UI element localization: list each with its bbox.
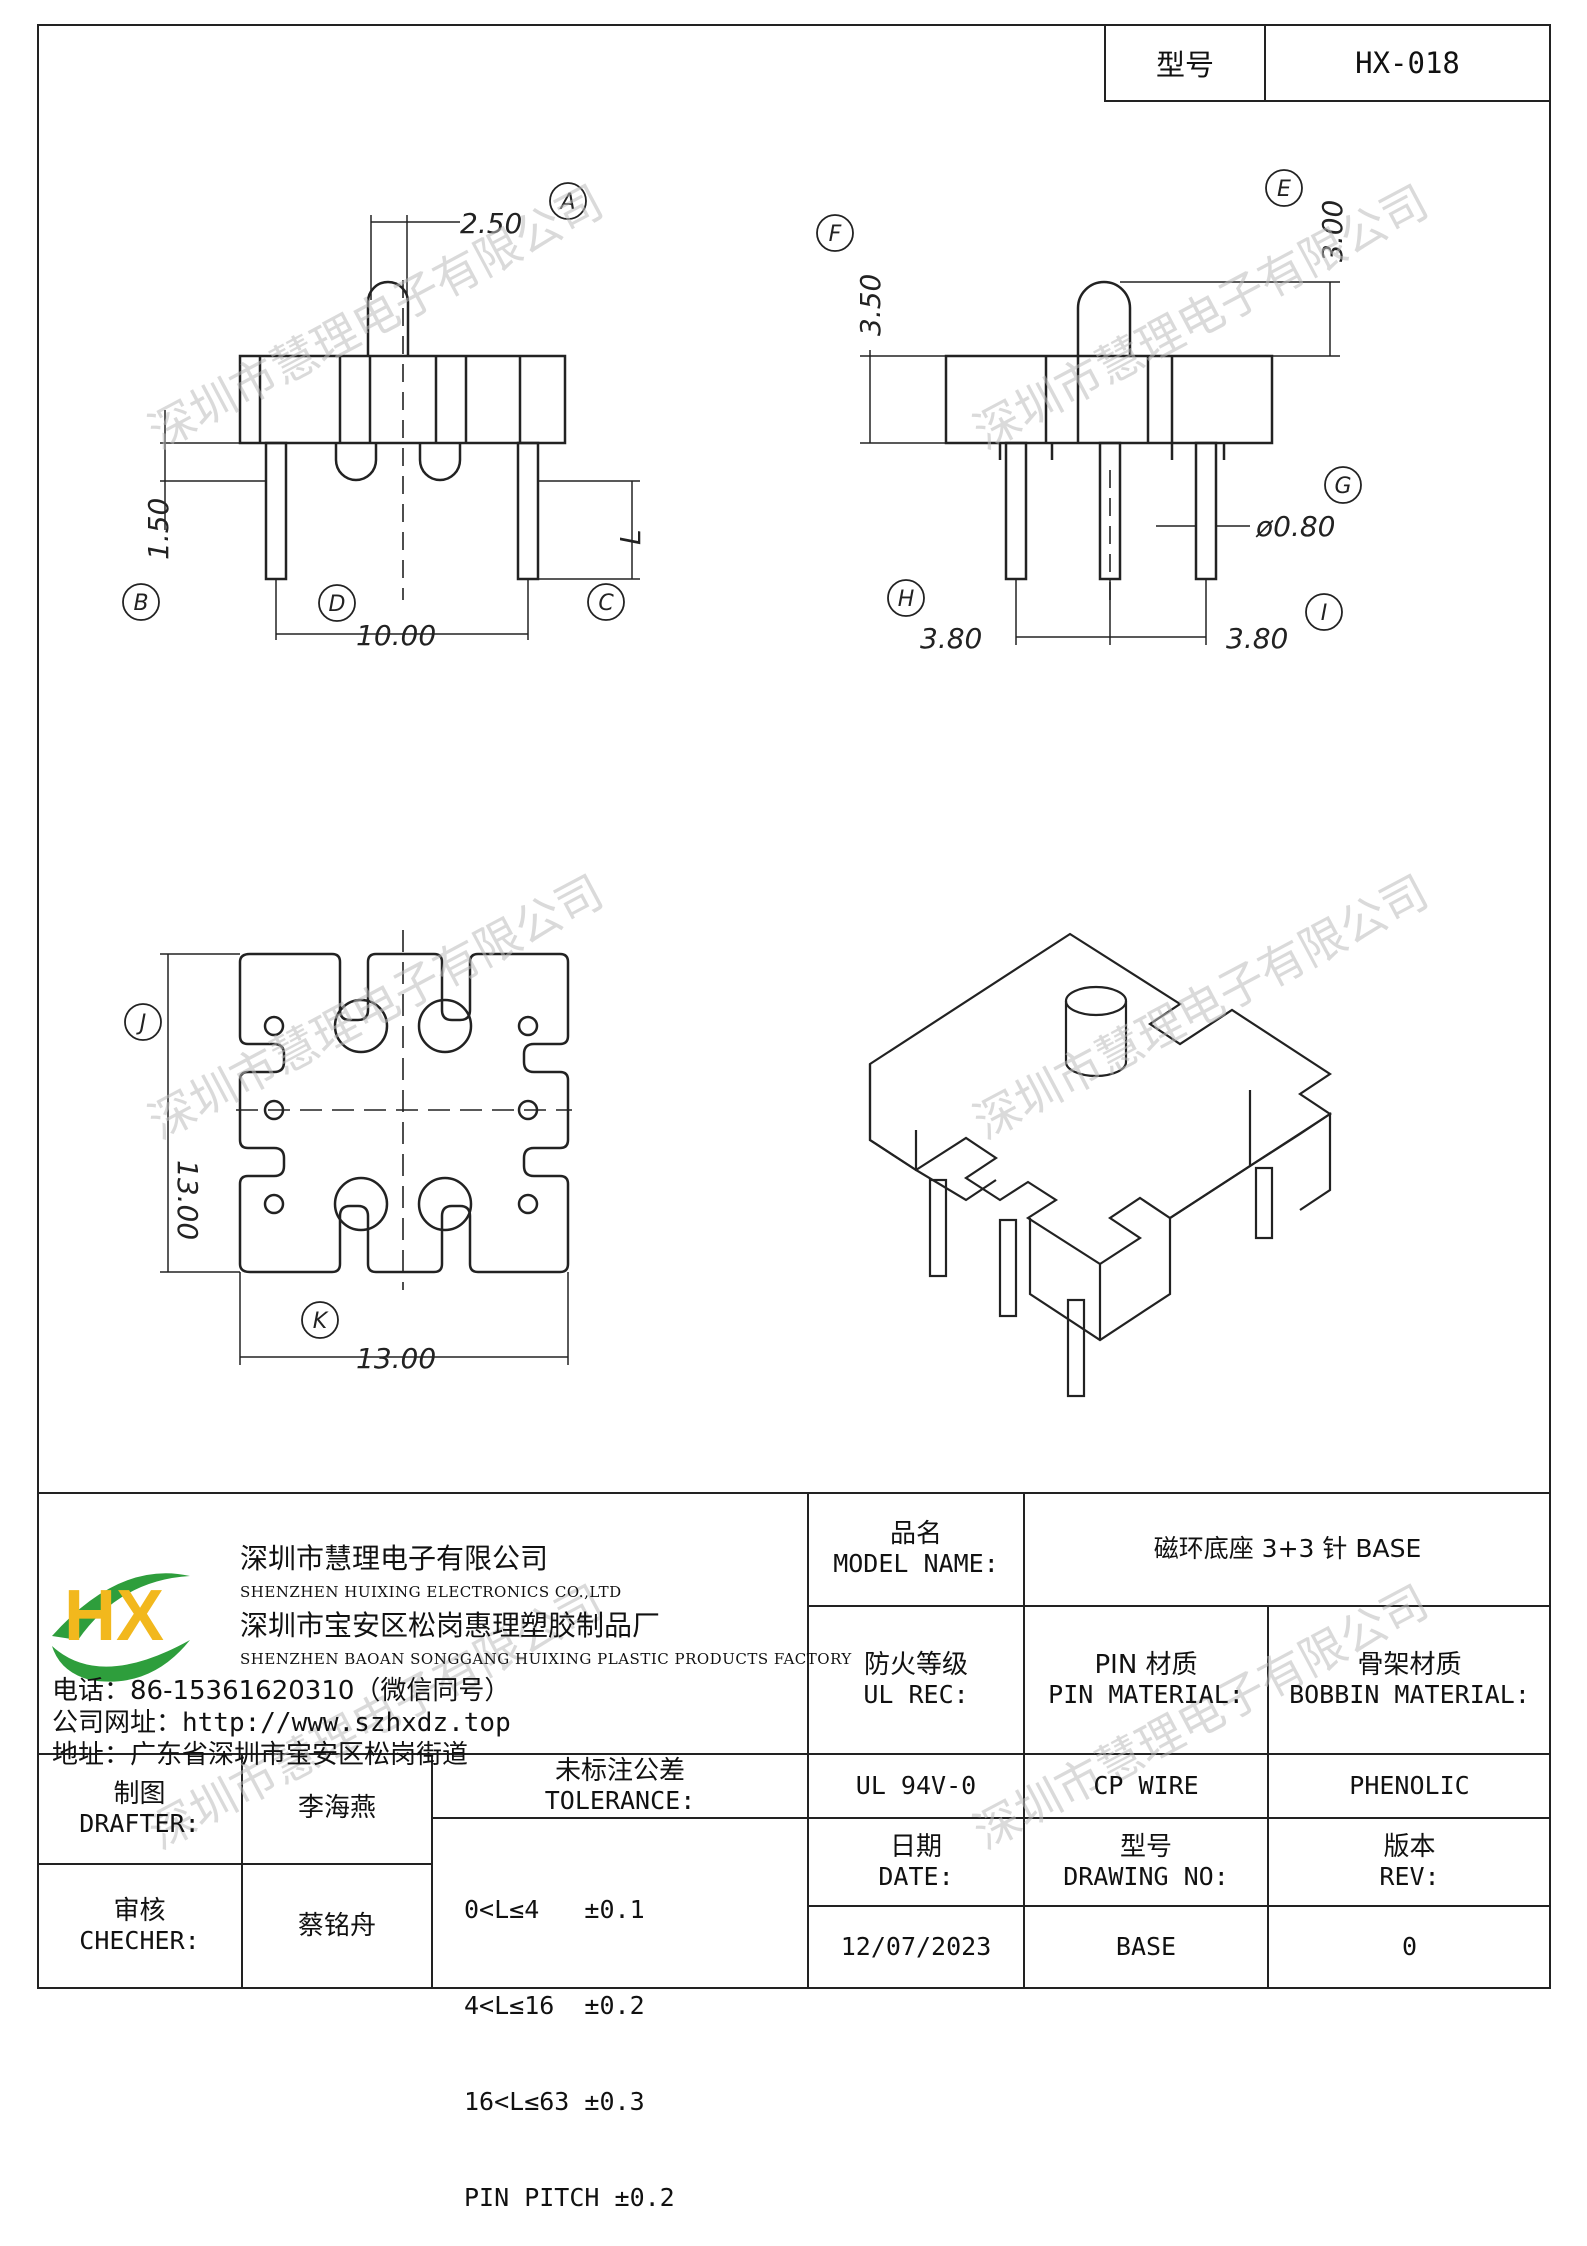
tag-h: H bbox=[898, 587, 915, 612]
side-dimensions bbox=[860, 281, 1340, 645]
pin-en: PIN MATERIAL: bbox=[1048, 1679, 1244, 1709]
dim-k-value: 13.00 bbox=[356, 1342, 436, 1375]
bobbin-value: PHENOLIC bbox=[1349, 1770, 1470, 1800]
tolerance-label: 未标注公差 TOLERANCE: bbox=[432, 1754, 808, 1818]
company-name-cn: 深圳市慧理电子有限公司 bbox=[240, 1542, 549, 1575]
checker-label: 审核 CHECHER: bbox=[37, 1864, 242, 1989]
factory-name-cn: 深圳市宝安区松岗惠理塑胶制品厂 bbox=[240, 1609, 661, 1642]
tag-e: E bbox=[1277, 177, 1291, 202]
dim-c-value: L bbox=[614, 529, 647, 545]
drawing-no-en: DRAWING NO: bbox=[1063, 1861, 1229, 1891]
tag-a: A bbox=[558, 190, 575, 215]
dim-g-value: ø0.80 bbox=[1255, 510, 1335, 543]
dim-d-value: 10.00 bbox=[356, 619, 436, 652]
pin-value: CP WIRE bbox=[1093, 1770, 1199, 1800]
tag-d: D bbox=[329, 592, 346, 617]
isometric-view bbox=[868, 932, 1333, 1398]
factory-name-en: SHENZHEN BAOAN SONGGANG HUIXING PLASTIC … bbox=[240, 1650, 852, 1668]
model-name-cn: 品名 bbox=[889, 1519, 942, 1550]
drawing-no-value: BASE bbox=[1115, 1932, 1177, 1962]
drafter-label: 制图 DRAFTER: bbox=[37, 1754, 242, 1864]
tag-k: K bbox=[313, 1309, 329, 1334]
model-value: HX-018 bbox=[1355, 46, 1460, 80]
watermark-2: 深圳市慧理电子有限公司 bbox=[965, 174, 1437, 459]
date-cn: 日期 bbox=[889, 1831, 942, 1862]
company-address: 地址：广东省深圳市宝安区松岗街道 bbox=[52, 1740, 469, 1770]
model-name-en: MODEL NAME: bbox=[833, 1549, 999, 1579]
ul-en: UL REC: bbox=[863, 1679, 969, 1709]
ul-label: 防火等级 UL REC: bbox=[808, 1606, 1024, 1754]
date-value: 12/07/2023 bbox=[840, 1932, 992, 1962]
drafter-cn: 制图 bbox=[113, 1778, 166, 1809]
tag-j: J bbox=[136, 1011, 147, 1036]
dim-a-value: 2.50 bbox=[460, 207, 522, 240]
model-name-label: 品名 MODEL NAME: bbox=[808, 1493, 1024, 1606]
drawing-no-cn: 型号 bbox=[1119, 1831, 1172, 1862]
drafter-value: 李海燕 bbox=[297, 1793, 376, 1824]
tolerance-line: 4<L≤16 ±0.2 bbox=[464, 1991, 645, 2020]
dim-i-value: 3.80 bbox=[1226, 622, 1288, 655]
dim-h-value: 3.80 bbox=[920, 622, 982, 655]
model-label: 型号 bbox=[1106, 26, 1266, 100]
tolerance-line: 16<L≤63 ±0.3 bbox=[464, 2087, 645, 2116]
checker-cn: 审核 bbox=[113, 1896, 166, 1927]
bobbin-cn: 骨架材质 bbox=[1357, 1649, 1462, 1680]
rev-cn: 版本 bbox=[1383, 1831, 1436, 1862]
company-website: 公司网址：http://www.szhxdz.top bbox=[52, 1708, 511, 1738]
drafter-en: DRAFTER: bbox=[79, 1808, 200, 1838]
date-en: DATE: bbox=[878, 1861, 954, 1891]
tag-g: G bbox=[1334, 474, 1351, 499]
rev-en: REV: bbox=[1379, 1861, 1440, 1891]
logo-letters: HX bbox=[64, 1576, 164, 1656]
dim-f-value: 3.50 bbox=[854, 274, 887, 336]
tolerance-line: 0<L≤4 ±0.1 bbox=[464, 1895, 645, 1924]
company-logo: HX bbox=[52, 1573, 190, 1682]
date-label: 日期 DATE: bbox=[808, 1818, 1024, 1906]
bobbin-material-label: 骨架材质 BOBBIN MATERIAL: bbox=[1268, 1606, 1551, 1754]
titleblock-grid bbox=[37, 1492, 1551, 1989]
model-name-value: 磁环底座 3+3 针 BASE bbox=[1153, 1534, 1422, 1564]
tolerance-line: PIN PITCH ±0.2 bbox=[464, 2183, 675, 2212]
rev-value: 0 bbox=[1401, 1932, 1418, 1962]
company-name-en: SHENZHEN HUIXING ELECTRONICS CO.,LTD bbox=[240, 1583, 622, 1601]
tolerance-en: TOLERANCE: bbox=[544, 1785, 696, 1815]
top-dimensions bbox=[160, 953, 569, 1365]
ul-value: UL 94V-0 bbox=[855, 1770, 977, 1800]
tolerance-cn: 未标注公差 bbox=[554, 1755, 685, 1786]
bobbin-en: BOBBIN MATERIAL: bbox=[1289, 1679, 1530, 1709]
rev-label: 版本 REV: bbox=[1268, 1818, 1551, 1906]
dim-j-value: 13.00 bbox=[171, 1160, 204, 1240]
front-dimensions bbox=[160, 215, 640, 640]
checker-value: 蔡铭舟 bbox=[297, 1910, 376, 1941]
checker-en: CHECHER: bbox=[79, 1926, 200, 1956]
pin-material-label: PIN 材质 PIN MATERIAL: bbox=[1024, 1606, 1268, 1754]
drawing-frame bbox=[37, 24, 1551, 1989]
watermark-3: 深圳市慧理电子有限公司 bbox=[140, 864, 612, 1149]
dim-b-value: 1.50 bbox=[142, 498, 175, 560]
tag-f: F bbox=[829, 222, 842, 247]
watermark-1: 深圳市慧理电子有限公司 bbox=[140, 174, 612, 459]
drawing-no-label: 型号 DRAWING NO: bbox=[1024, 1818, 1268, 1906]
technical-drawing: 2.50 1.50 L 10.00 3.00 3.50 ø0.80 3.80 3… bbox=[37, 169, 1551, 1989]
tag-i: I bbox=[1321, 601, 1328, 626]
tolerance-values: 0<L≤4 ±0.1 4<L≤16 ±0.2 16<L≤63 ±0.3 PIN … bbox=[464, 1830, 675, 2246]
top-view bbox=[236, 930, 572, 1290]
pin-cn: PIN 材质 bbox=[1094, 1649, 1198, 1680]
company-phone: 电话：86-15361620310（微信同号） bbox=[52, 1676, 511, 1706]
watermark-4: 深圳市慧理电子有限公司 bbox=[965, 864, 1437, 1149]
tag-b: B bbox=[133, 591, 148, 616]
tag-c: C bbox=[598, 591, 614, 616]
model-header: 型号 HX-018 bbox=[1104, 24, 1551, 102]
ul-cn: 防火等级 bbox=[863, 1649, 968, 1680]
dim-e-value: 3.00 bbox=[1316, 200, 1349, 262]
